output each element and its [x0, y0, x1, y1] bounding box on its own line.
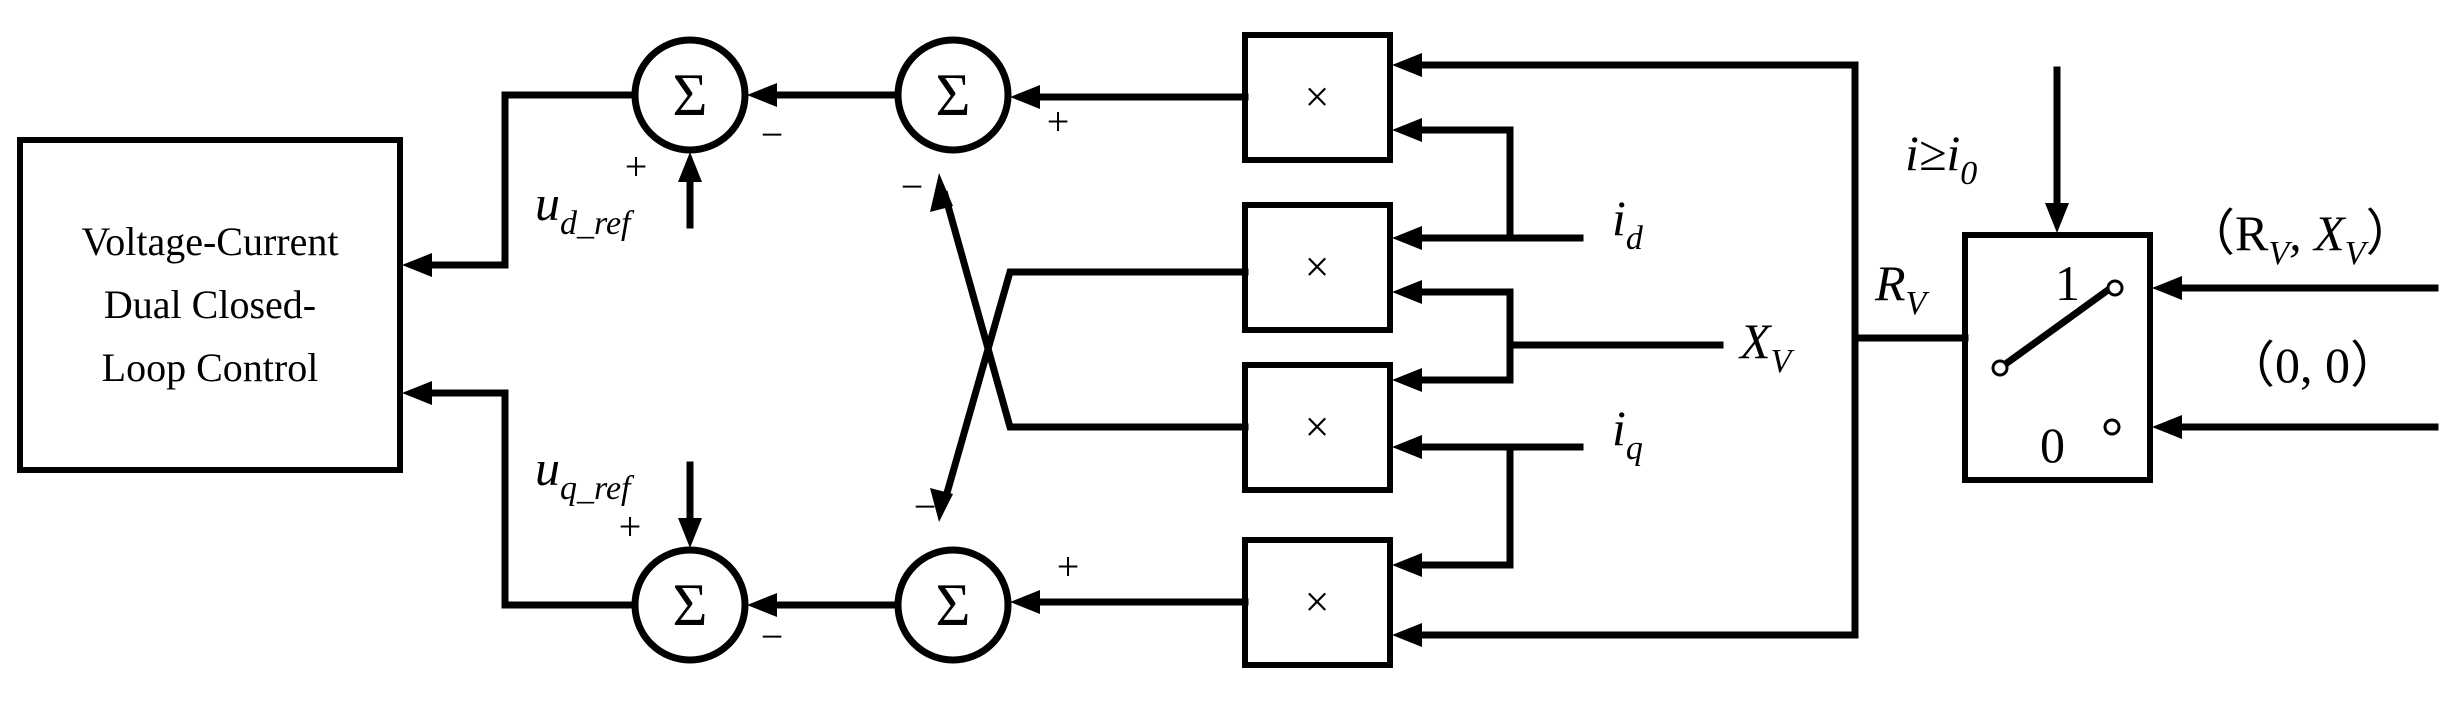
control-block-line2: Dual Closed-	[104, 282, 316, 327]
dual-loop-control-block	[17, 137, 403, 473]
summer-top-left-symbol: Σ	[673, 62, 708, 128]
label-switch-input-0: （0, 0）	[2225, 337, 2400, 393]
wire-mul2-cross	[940, 268, 1249, 505]
sign-top-right-plus: +	[1047, 99, 1070, 144]
arrowhead-id-mul1	[1392, 118, 1422, 142]
arrowhead-mul4	[1010, 590, 1040, 614]
multiplier-2-symbol: ×	[1305, 243, 1330, 292]
arrowhead-rv-mul4	[1392, 623, 1422, 647]
wire-q-out	[501, 389, 639, 609]
multiplier-4-symbol: ×	[1305, 578, 1330, 627]
multiplier-1	[1242, 32, 1393, 163]
sign-top-right-minus: −	[901, 164, 924, 209]
arrowhead-xv-mul3	[1392, 368, 1422, 392]
sign-bottom-right-minus: −	[914, 484, 937, 529]
sign-bottom-left-plus: +	[619, 504, 642, 549]
summer-bottom-right-symbol: Σ	[936, 572, 971, 638]
sign-bottom-left-minus: −	[761, 614, 784, 659]
label-switch-input-1: （RV, XV）	[2185, 205, 2415, 272]
summer-top-right-symbol: Σ	[936, 62, 971, 128]
switch-block	[1962, 232, 2153, 483]
arrowhead-switch-condition	[2045, 203, 2069, 233]
arrowhead-ud-ref	[678, 152, 702, 182]
switch-lever	[1995, 285, 2113, 373]
arrowhead-top-mid	[747, 83, 777, 107]
sign-bottom-right-plus: +	[1057, 544, 1080, 589]
multiplier-4	[1242, 537, 1393, 668]
arrowhead-id-mul2	[1392, 226, 1422, 250]
arrowhead-xv-mul2	[1392, 280, 1422, 304]
label-iq: iq	[1612, 400, 1643, 467]
multiplier-3	[1242, 362, 1393, 493]
switch-contact-0	[2103, 418, 2121, 436]
multiplier-1-symbol: ×	[1305, 73, 1330, 122]
arrowhead-rv-mul1	[1392, 53, 1422, 77]
multiplier-3-symbol: ×	[1305, 403, 1330, 452]
label-xv: XV	[1738, 313, 1796, 380]
sign-top-left-plus: +	[625, 144, 648, 189]
arrowhead-uq-ref	[678, 518, 702, 548]
arrowhead-bottom-mid	[747, 593, 777, 617]
summer-bottom-left-symbol: Σ	[673, 572, 708, 638]
sign-top-left-minus: −	[761, 112, 784, 157]
arrowhead-mul3-cross	[930, 173, 953, 212]
arrowhead-iq-mul4	[1392, 553, 1422, 577]
arrowhead-iq-mul3	[1392, 435, 1422, 459]
arrowhead-d-control	[402, 253, 432, 277]
control-block-line1: Voltage-Current	[82, 219, 339, 264]
label-rv: RV	[1874, 255, 1931, 322]
arrowhead-mul1	[1010, 85, 1040, 109]
arrowhead-mul2-cross	[930, 488, 953, 522]
switch-contact-1	[2106, 279, 2124, 297]
wire-mul3-cross	[940, 190, 1249, 431]
label-id: id	[1612, 190, 1644, 257]
switch-pos-1-label: 1	[2055, 255, 2080, 311]
switch-pos-0-label: 0	[2040, 417, 2065, 473]
label-switch-condition: i≥i0	[1905, 125, 1977, 192]
label-ud-ref: ud_ref	[535, 175, 635, 242]
switch-pivot	[1991, 359, 2009, 377]
arrowhead-switch-input-0	[2152, 415, 2182, 439]
arrowhead-q-control	[402, 381, 432, 405]
control-block-line3: Loop Control	[102, 345, 319, 390]
arrowhead-switch-input-1	[2152, 276, 2182, 300]
multiplier-2	[1242, 202, 1393, 333]
label-uq-ref: uq_ref	[535, 440, 635, 507]
wire-d-out	[501, 91, 639, 269]
